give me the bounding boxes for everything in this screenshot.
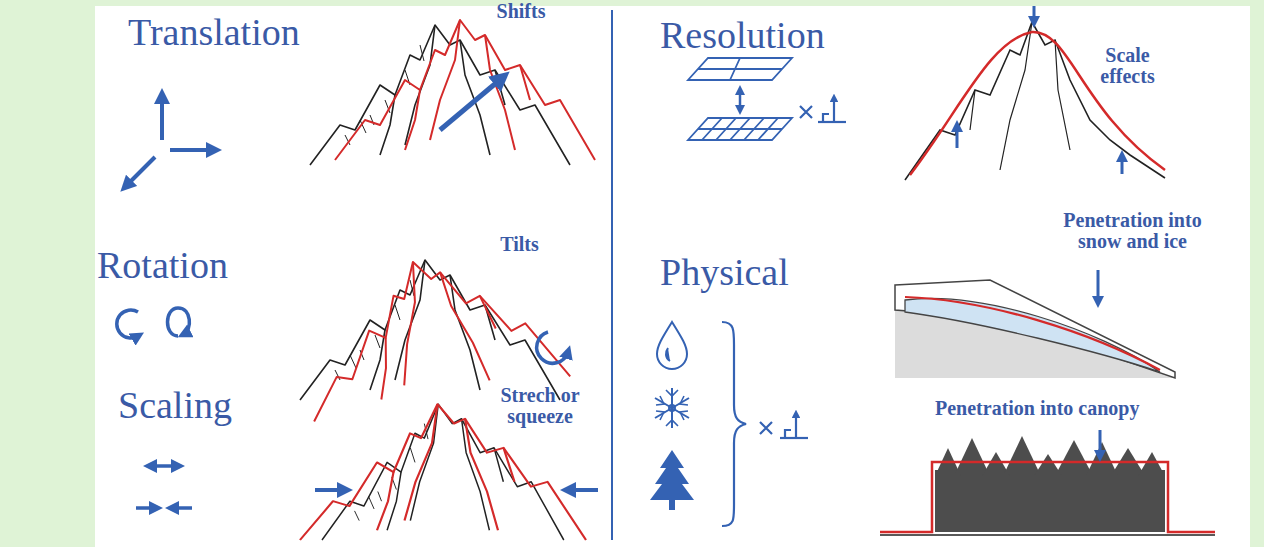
- resolution-mountain: [905, 6, 1165, 180]
- panel-title: Physical: [660, 252, 789, 294]
- panel-title: Rotation: [97, 245, 228, 287]
- effect-label: Strech or squeeze: [490, 385, 590, 427]
- effect-label: Penetration into canopy: [935, 398, 1139, 419]
- effect-label: Penetration into snow and ice: [1040, 210, 1225, 252]
- divider-line: [611, 10, 613, 540]
- grid-icon: [688, 58, 846, 140]
- rotation-icon: [117, 308, 190, 338]
- shifted-mountain: [310, 20, 595, 165]
- panel-title: Translation: [128, 12, 300, 54]
- scaling-icon: [136, 466, 192, 508]
- panel-title: Scaling: [118, 385, 232, 427]
- snow-ice-figure: [895, 270, 1175, 378]
- effect-label: Scale effects: [1085, 45, 1170, 87]
- translation-icon: [126, 96, 214, 186]
- physical-icons: [650, 322, 808, 526]
- panel-title: Resolution: [660, 15, 825, 57]
- canopy-figure: [880, 430, 1215, 535]
- effect-label: Shifts: [490, 1, 552, 22]
- white-panel: [95, 6, 1250, 547]
- effect-label: Tilts: [492, 234, 547, 255]
